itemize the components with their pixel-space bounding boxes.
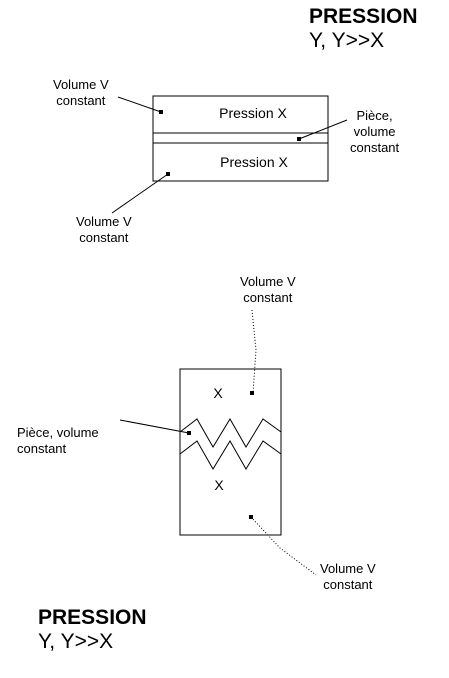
heading-top-line2: Y, Y>>X	[309, 29, 385, 52]
bottom-piece-zigzag-lower	[179, 440, 282, 470]
top-label-piece-line2: volume	[353, 124, 396, 139]
top-label-piece: Pièce, volume constant	[350, 108, 399, 156]
bottom-label-piece-line2: constant	[17, 441, 67, 456]
heading-top-line1: PRESSION	[309, 5, 418, 28]
heading-bottom: PRESSION Y, Y>>X	[38, 606, 147, 654]
top-label-volume-upper: Volume V constant	[53, 77, 109, 109]
bottom-piece-zigzag-upper	[179, 418, 282, 448]
bottom-chamber-outline	[179, 368, 282, 536]
heading-bottom-line2: Y, Y>>X	[38, 630, 114, 653]
top-upper-box-label: Pression X	[219, 105, 287, 121]
bottom-label-piece: Pièce, volume constant	[17, 425, 99, 457]
bottom-label-volume-upper: Volume V constant	[240, 274, 296, 306]
top-dot-piece	[297, 137, 301, 141]
top-leader-piece	[298, 119, 348, 140]
top-label-piece-line1: Pièce,	[356, 108, 393, 123]
bottom-dot-volume-upper	[250, 391, 254, 395]
heading-top: PRESSION Y, Y>>X	[309, 5, 418, 53]
top-label-volume-upper-line1: Volume V	[53, 77, 109, 92]
heading-bottom-line1: PRESSION	[38, 606, 147, 629]
top-leader-volume-upper	[117, 96, 162, 113]
bottom-label-volume-upper-line1: Volume V	[240, 274, 296, 289]
top-dot-volume-upper	[159, 110, 163, 114]
bottom-leader-piece	[119, 419, 190, 434]
top-label-volume-lower: Volume V constant	[76, 214, 132, 246]
top-leader-volume-lower	[111, 173, 169, 214]
top-label-volume-lower-line2: constant	[79, 230, 129, 245]
bottom-diagram: X X	[119, 309, 317, 576]
bottom-dot-volume-lower	[249, 515, 253, 519]
top-label-piece-line3: constant	[350, 140, 400, 155]
bottom-label-volume-lower-line2: constant	[323, 577, 373, 592]
bottom-label-piece-line1: Pièce, volume	[17, 425, 99, 440]
top-label-volume-lower-line1: Volume V	[76, 214, 132, 229]
top-lower-box-label: Pression X	[220, 154, 288, 170]
bottom-leader-volume-lower	[250, 516, 317, 576]
bottom-lower-chamber-label: X	[214, 477, 224, 493]
top-lower-box	[152, 142, 329, 182]
bottom-label-volume-upper-line2: constant	[243, 290, 293, 305]
bottom-upper-chamber-label: X	[213, 385, 223, 401]
bottom-label-volume-lower: Volume V constant	[320, 561, 376, 593]
top-label-volume-upper-line2: constant	[56, 93, 106, 108]
top-diagram: Pression X Pression X	[111, 95, 348, 214]
bottom-label-volume-lower-line1: Volume V	[320, 561, 376, 576]
top-dot-volume-lower	[166, 172, 170, 176]
bottom-dot-piece	[187, 431, 191, 435]
bottom-leader-volume-upper	[251, 309, 257, 394]
